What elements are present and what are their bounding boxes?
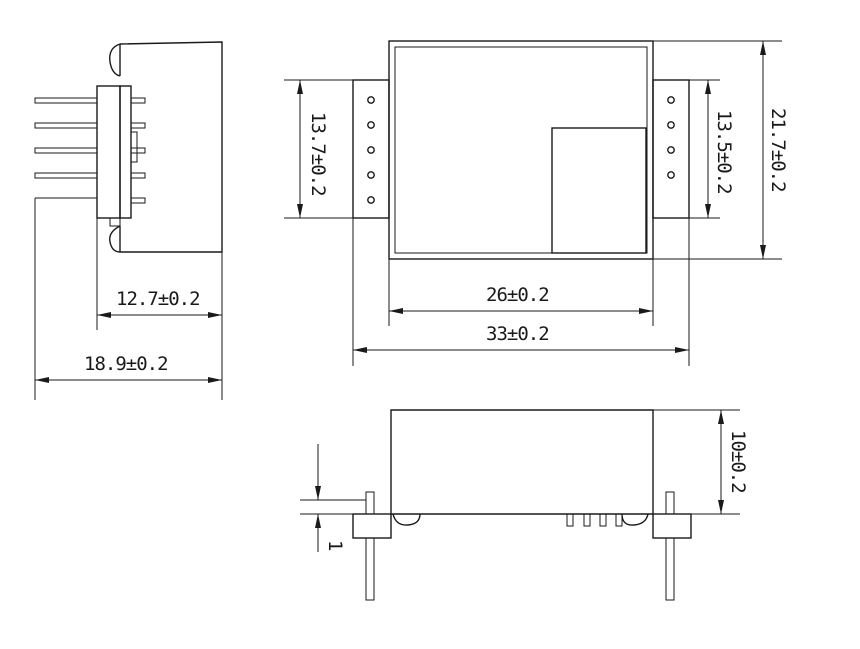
dim-front-height: 10±0.2 [727, 430, 749, 493]
left-pin-holes [367, 96, 375, 204]
top-view: 13.7±0.2 13.5±0.2 21.7±0.2 26±0.2 33±0.2 [284, 40, 789, 366]
side-view: 12.7±0.2 18.9±0.2 [34, 41, 223, 400]
front-view: 10±0.2 1 [300, 409, 749, 601]
dim-side-depth: 12.7±0.2 [116, 288, 200, 310]
dim-front-standoff: 1 [324, 540, 346, 551]
dim-top-total-width: 33±0.2 [486, 323, 549, 345]
dim-top-body-width: 26±0.2 [486, 284, 549, 306]
right-pin-holes [667, 96, 675, 179]
dim-top-height: 21.7±0.2 [767, 108, 789, 192]
side-pins [34, 97, 146, 204]
dim-side-total: 18.9±0.2 [84, 353, 168, 375]
front-small-pins [566, 513, 623, 527]
dim-top-pin-span-right: 13.5±0.2 [713, 110, 735, 194]
dim-top-pin-span-left: 13.7±0.2 [307, 112, 329, 196]
